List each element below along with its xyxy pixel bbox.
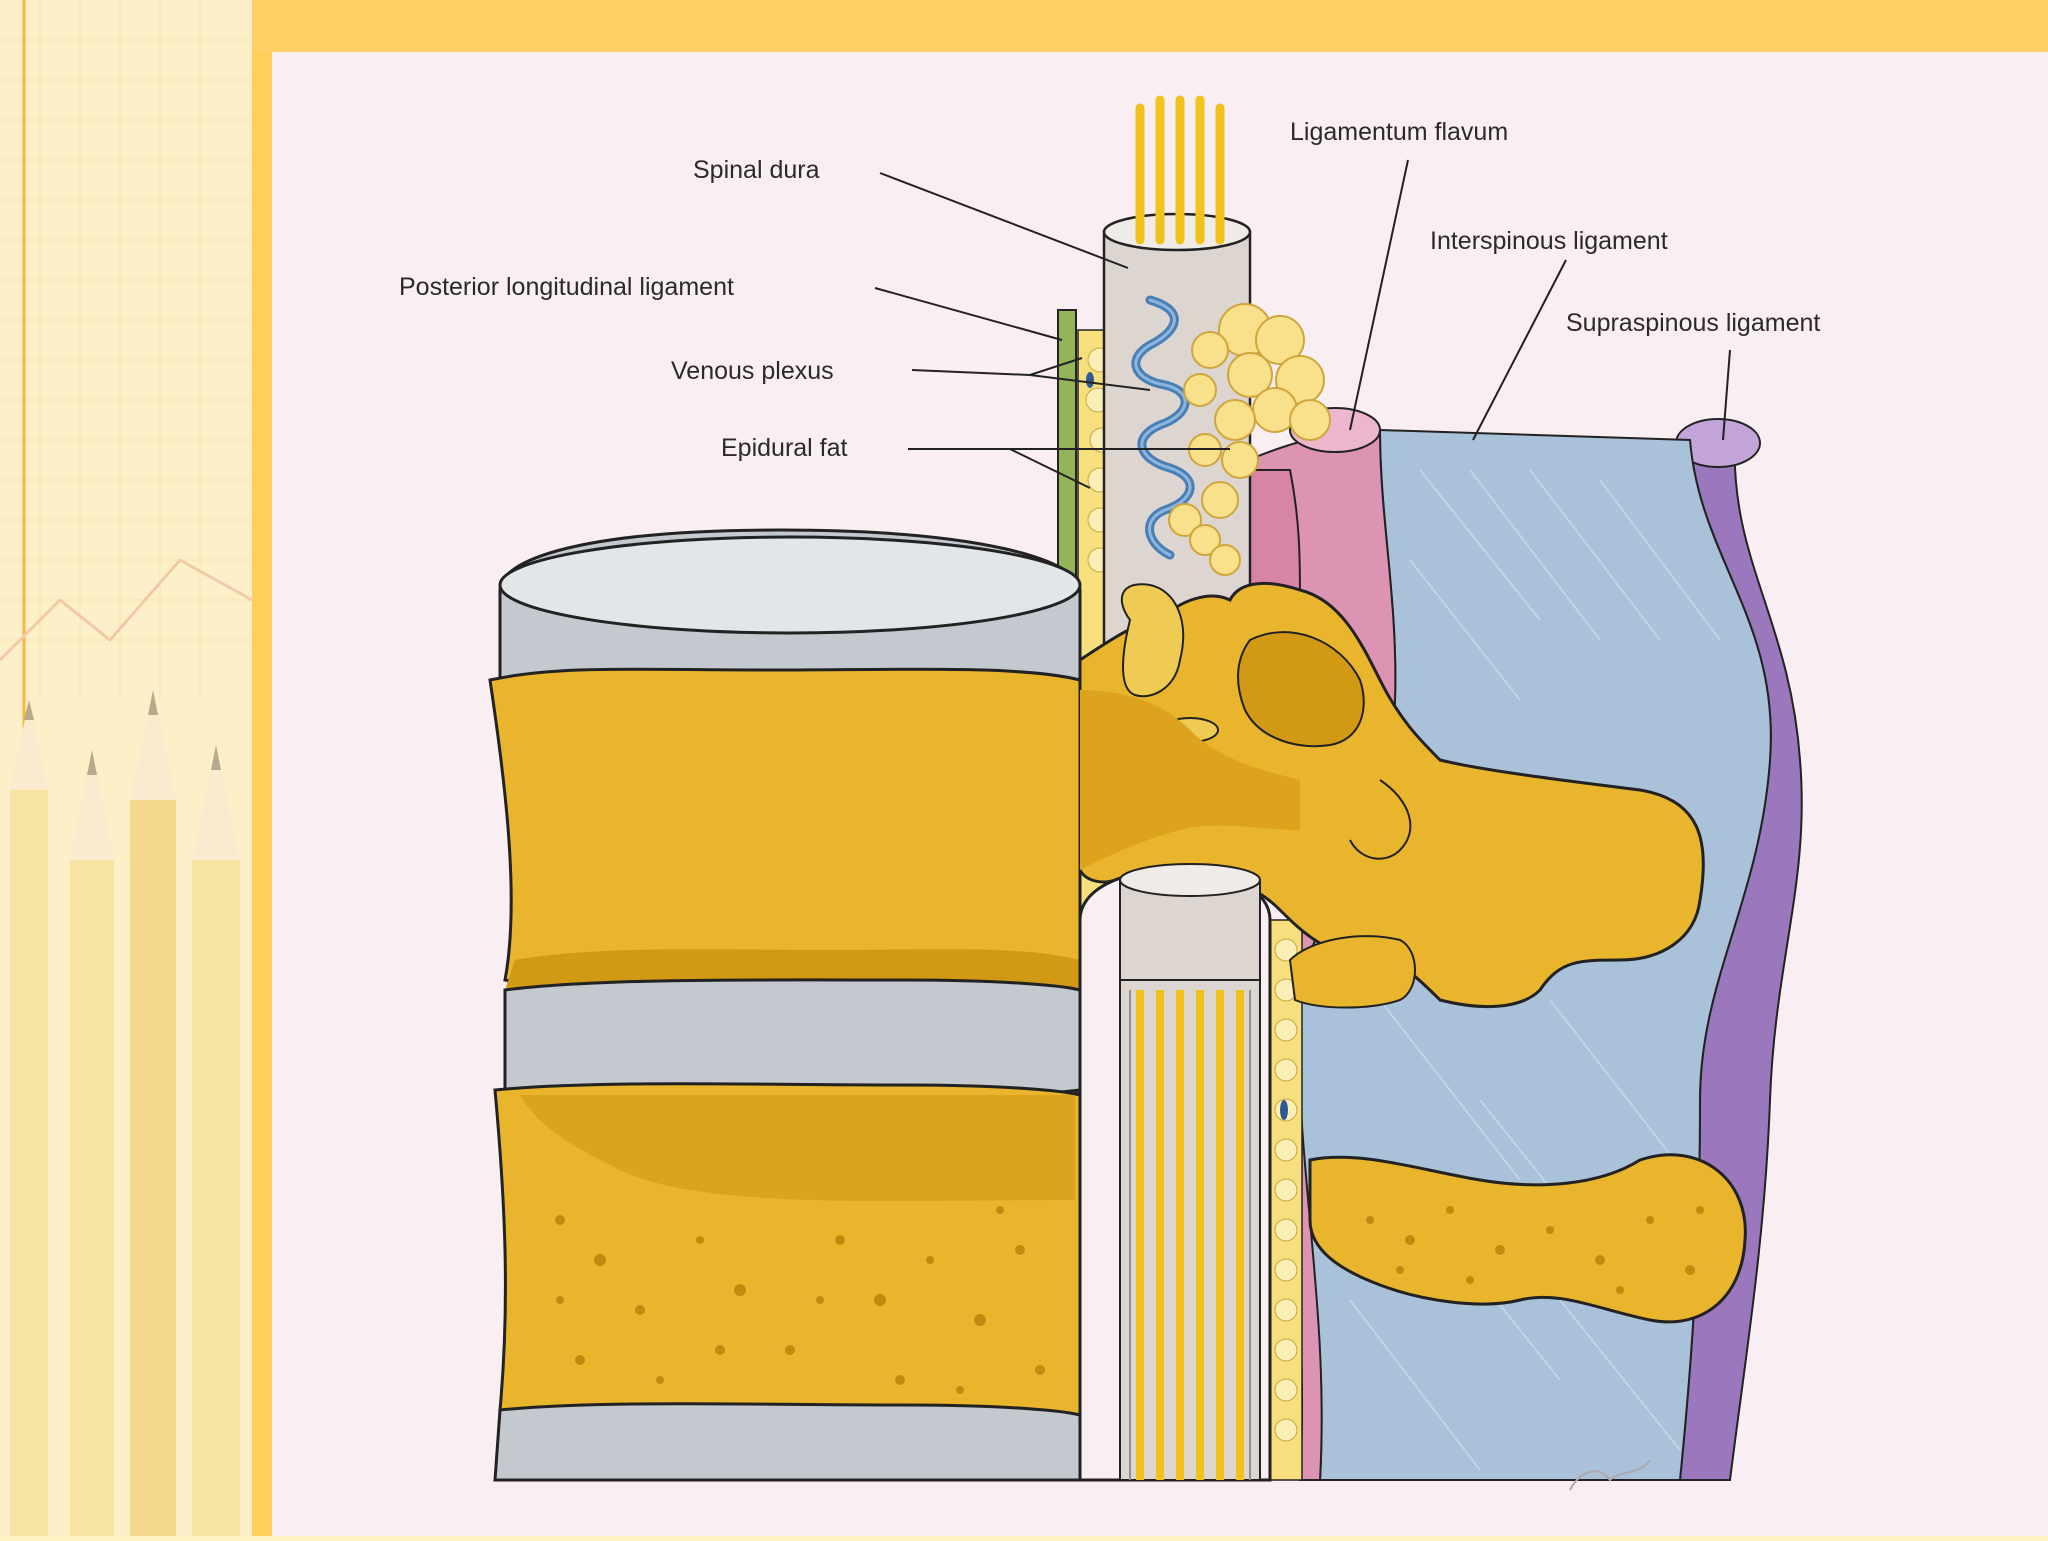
pencil-icon — [130, 690, 176, 1536]
nerve-roots-top — [1135, 95, 1225, 245]
pencil-icon — [192, 745, 240, 1536]
facet-joint — [1237, 631, 1365, 748]
label-posterior-longitudinal-ligament: Posterior longitudinal ligament — [399, 273, 734, 301]
epidural-fat-globules — [1168, 303, 1331, 576]
left-band — [252, 52, 272, 1536]
label-venous-plexus: Venous plexus — [671, 357, 834, 385]
vertebral-body-upper — [488, 667, 1082, 986]
spinous-process-lower — [1308, 1153, 1747, 1324]
pencil-icon — [10, 700, 48, 1536]
diagram-labels: Spinal dura Posterior longitudinal ligam… — [399, 118, 1820, 462]
label-supraspinous-ligament: Supraspinous ligament — [1566, 309, 1820, 337]
label-spinal-dura: Spinal dura — [693, 156, 820, 184]
label-epidural-fat: Epidural fat — [721, 434, 848, 462]
intervertebral-disc-middle — [503, 978, 1082, 1096]
spine-illustration — [488, 95, 1803, 1491]
top-band — [252, 0, 2048, 52]
nerve-roots-lower — [1136, 990, 1244, 1480]
intervertebral-disc-bottom — [493, 1402, 1082, 1482]
pencil-icon — [70, 750, 114, 1536]
label-ligamentum-flavum: Ligamentum flavum — [1290, 118, 1508, 146]
intervertebral-disc-top-surface — [498, 535, 1082, 635]
label-interspinous-ligament: Interspinous ligament — [1430, 227, 1668, 255]
vertebral-arch — [1078, 581, 1705, 1008]
leader-lines — [874, 159, 1731, 489]
articular-process — [1120, 583, 1185, 698]
artist-signature — [1569, 1459, 1651, 1491]
